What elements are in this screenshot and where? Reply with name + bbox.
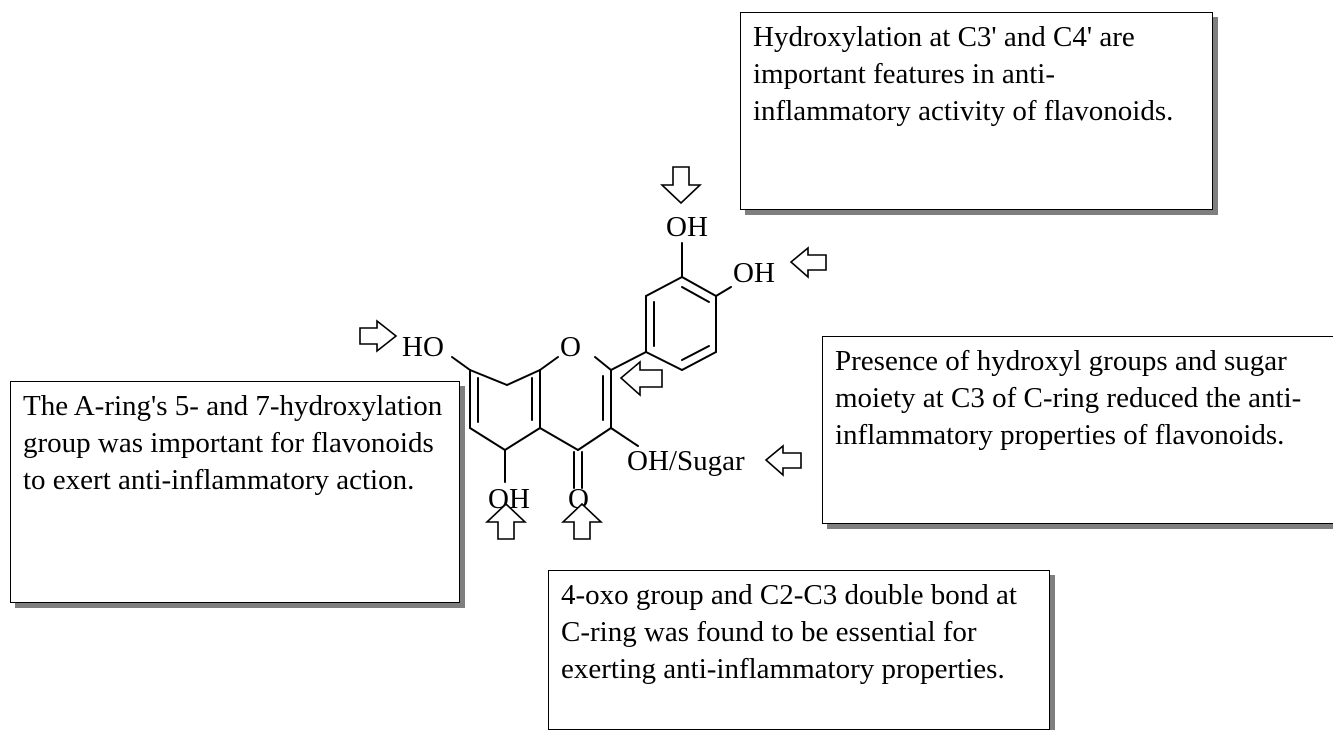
c-ring-bond [539,427,579,451]
b-ring-inner-bond [681,345,710,361]
annotation-box-c3-sugar-moiety: Presence of hydroxyl groups and sugar mo… [822,336,1333,524]
c-ring-bond [577,427,612,451]
annotation-box-4-oxo-double-bond: 4-oxo group and C2-C3 double bond at C-r… [548,570,1050,730]
b-ring-bond [645,276,683,297]
b-ring-bond [681,351,717,371]
c7-oh-bond [451,356,471,371]
annotation-text: Presence of hydroxyl groups and sugar mo… [835,345,1302,451]
oh-3-prime-label: OH [666,211,708,243]
annotation-text: Hydroxylation at C3' and C4' are importa… [753,21,1174,127]
arrow-left-icon [789,246,827,279]
arrow-left-icon [619,360,663,397]
ring-oxygen-label: O [560,331,581,363]
c-ring-bond [594,356,612,371]
oh-4-prime-label: OH [733,257,775,289]
a-ring-bond [469,427,506,451]
arrow-right-icon [359,319,398,353]
annotation-text: The A-ring's 5- and 7-hydroxylation grou… [23,390,443,496]
arrow-left-icon [764,444,802,477]
c2-b-ring-bond [610,351,647,371]
arrow-down-icon [659,166,703,205]
b-ring-inner-bond [681,286,710,303]
c-ring-bond [539,356,559,371]
c4-prime-oh-bond [715,286,732,297]
arrow-up-icon [484,502,528,540]
oh-sugar-3-label: OH/Sugar [627,445,745,477]
b-ring-bond [681,276,717,297]
c3-substituent-bond [610,427,639,447]
b-ring-bond [645,351,683,371]
ho-7-label: HO [402,331,444,363]
annotation-box-a-ring-hydroxylation: The A-ring's 5- and 7-hydroxylation grou… [10,381,460,603]
a-ring-bond [469,369,508,386]
annotation-box-hydroxylation-c3-c4: Hydroxylation at C3' and C4' are importa… [740,12,1213,210]
arrow-up-icon [560,502,604,540]
a-ring-bond [506,369,541,386]
a-ring-bond [504,427,541,451]
annotation-text: 4-oxo group and C2-C3 double bond at C-r… [561,579,1017,685]
